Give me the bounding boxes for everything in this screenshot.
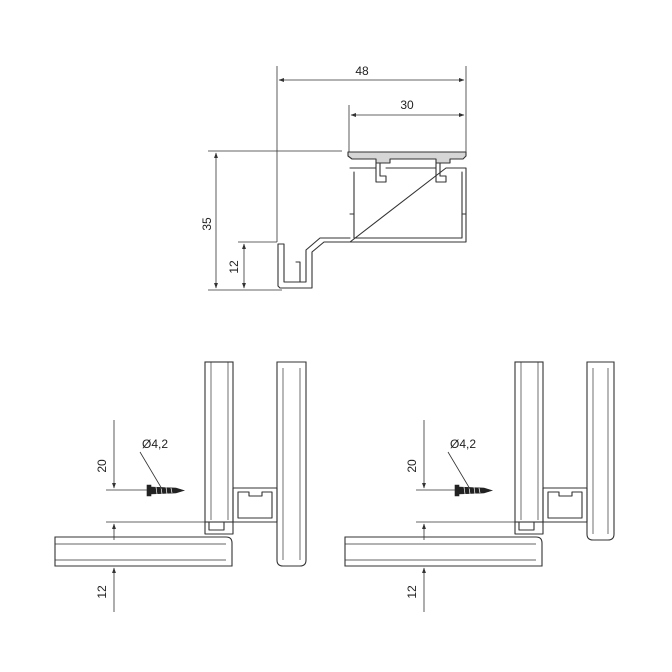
profile-lower-hook-detail (295, 261, 301, 283)
screw-label-right: Ø4,2 (450, 437, 476, 451)
screw-label-left: Ø4,2 (142, 437, 168, 451)
front-panel-left (276, 361, 307, 567)
screw-shank-left (150, 486, 186, 495)
profile-installed-left-lip (204, 521, 234, 535)
screw-head-left (146, 484, 152, 497)
profile-installed-right (542, 487, 588, 523)
installation-left: Ø4,2 20 12 (54, 361, 307, 612)
profile-right-hook (435, 162, 447, 183)
dimension-label-48: 48 (355, 64, 369, 78)
screw-leader-left (139, 451, 163, 490)
dimension-label-30: 30 (400, 98, 414, 112)
installation-right: Ø4,2 20 12 (344, 361, 615, 612)
dim-label-20-right: 20 (405, 459, 419, 473)
aluminium-profile (277, 151, 467, 289)
screw-left (146, 484, 186, 497)
profile-box-inner (353, 171, 463, 239)
profile-top-cap (347, 151, 467, 164)
screw-right (454, 484, 494, 497)
profile-installed-right-lip (514, 521, 544, 535)
base-panel-right (344, 536, 543, 567)
side-panel-left-a (204, 361, 234, 523)
profile-left-hook (375, 162, 387, 183)
dim-label-12-left: 12 (95, 585, 109, 599)
profile-box-outer (349, 167, 467, 243)
dim-label-12-right: 12 (405, 585, 419, 599)
profile-section: 48 30 35 12 (200, 64, 467, 291)
dimension-label-12: 12 (227, 260, 241, 274)
side-panel-right-a (514, 361, 544, 523)
base-panel-left (54, 536, 233, 567)
front-panel-right (586, 361, 615, 541)
dimension-label-35: 35 (200, 217, 214, 231)
screw-leader-right (447, 451, 471, 490)
screw-head-right (454, 484, 460, 497)
dim-label-20-left: 20 (95, 459, 109, 473)
screw-shank-right (458, 486, 494, 495)
profile-lower-hook (277, 237, 351, 289)
profile-installed-left (232, 487, 278, 523)
